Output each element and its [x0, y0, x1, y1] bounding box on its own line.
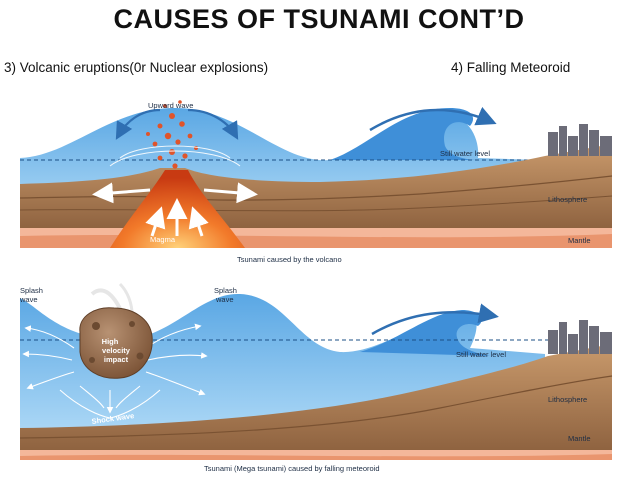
- label-mantle-bottom: Mantle: [568, 434, 591, 443]
- caption-volcano: Tsunami caused by the volcano: [237, 255, 342, 264]
- wave-travel-arrow-bottom: [371, 303, 499, 336]
- caption-meteoroid: Tsunami (Mega tsunami) caused by falling…: [204, 464, 380, 473]
- wave-travel-arrow: [369, 106, 497, 132]
- volcano-tsunami-diagram: Upward wave Still water level Lithospher…: [19, 100, 613, 264]
- coastal-city: [548, 124, 612, 156]
- upward-wave-arrow-right: [187, 108, 239, 140]
- label-upward-wave: Upward wave: [148, 101, 193, 110]
- meteoroid: [79, 282, 153, 379]
- label-splash-mid-1: Splash: [214, 286, 237, 295]
- upward-wave-arrow-left: [115, 108, 161, 140]
- slide-title: CAUSES OF TSUNAMI CONT’D: [113, 4, 525, 34]
- magma-flow-arrows: [92, 182, 258, 237]
- label-splash-left-2: wave: [19, 295, 38, 304]
- subtitle-volcanic: 3) Volcanic eruptions(0r Nuclear explosi…: [4, 60, 269, 75]
- shock-wave-arrows: [22, 323, 208, 419]
- label-splash-mid-2: wave: [215, 295, 234, 304]
- meteoroid-tsunami-diagram: Splash wave Splash wave High velocity im…: [19, 282, 613, 473]
- label-magma: Magma: [150, 235, 176, 244]
- label-splash-left-1: Splash: [20, 286, 43, 295]
- label-impact-2: velocity: [102, 346, 131, 355]
- subtitle-meteoroid: 4) Falling Meteoroid: [451, 60, 571, 75]
- label-still-water-bottom: Still water level: [456, 350, 506, 359]
- label-mantle-top: Mantle: [568, 236, 591, 245]
- label-lithosphere-bottom: Lithosphere: [548, 395, 587, 404]
- label-lithosphere-top: Lithosphere: [548, 195, 587, 204]
- eruption-plume: [146, 100, 198, 169]
- breaking-wave: [330, 108, 478, 160]
- lithosphere-layer-bottom: [20, 344, 612, 450]
- label-impact-1: High: [102, 337, 119, 346]
- label-still-water-top: Still water level: [440, 149, 490, 158]
- breaking-wave-bottom: [360, 310, 490, 356]
- coastal-city-bottom: [548, 320, 612, 354]
- label-impact-3: impact: [104, 355, 129, 364]
